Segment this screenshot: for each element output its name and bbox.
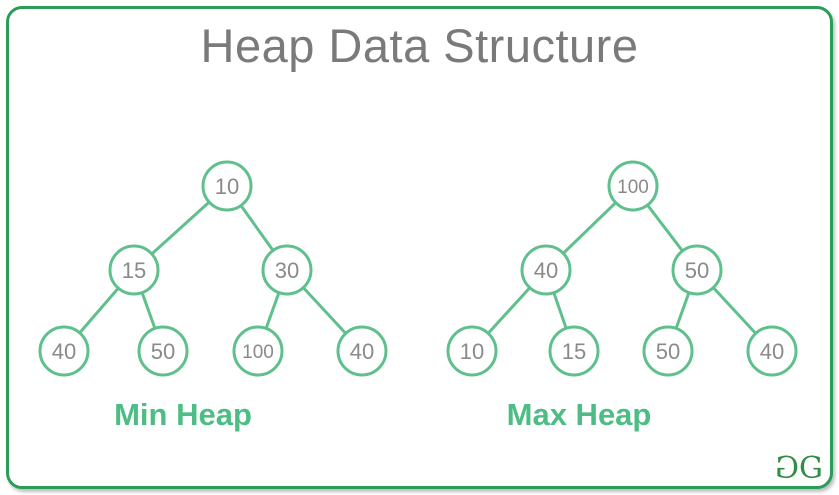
tree-node-circle bbox=[108, 244, 160, 296]
min-heap-label: Min Heap bbox=[114, 397, 252, 432]
tree-node-circle bbox=[201, 160, 253, 212]
tree-node-circle bbox=[38, 325, 90, 377]
tree-node-circle bbox=[520, 244, 572, 296]
tree-node-value: 15 bbox=[562, 339, 586, 364]
tree-node-value: 10 bbox=[215, 174, 239, 199]
tree-node-value: 40 bbox=[534, 258, 558, 283]
tree-node-circle bbox=[232, 325, 284, 377]
logo-letter-mirrored-g: G bbox=[775, 451, 800, 486]
tree-node-value: 30 bbox=[275, 258, 299, 283]
max-heap-label: Max Heap bbox=[506, 397, 652, 432]
page-title: Heap Data Structure bbox=[200, 19, 639, 72]
tree-node-circle bbox=[261, 244, 313, 296]
tree-node-value: 50 bbox=[656, 339, 680, 364]
tree-node-circle bbox=[607, 160, 659, 212]
tree-node-circle bbox=[336, 325, 388, 377]
tree-node-value: 100 bbox=[617, 177, 649, 198]
tree-node-circle bbox=[548, 325, 600, 377]
tree-node-circle bbox=[642, 325, 694, 377]
tree-node-value: 40 bbox=[52, 339, 76, 364]
max-heap-tree: 100 40 50 10 15 50 40 bbox=[446, 160, 798, 377]
logo-letter-g: G bbox=[799, 451, 823, 486]
tree-node-value: 40 bbox=[760, 339, 784, 364]
min-heap-tree: 10 15 30 40 50 100 40 bbox=[38, 160, 388, 377]
tree-node-value: 50 bbox=[685, 258, 709, 283]
tree-node-value: 15 bbox=[122, 258, 146, 283]
tree-node-circle bbox=[446, 325, 498, 377]
tree-node-value: 40 bbox=[350, 339, 374, 364]
tree-node-circle bbox=[746, 325, 798, 377]
tree-node-value: 100 bbox=[242, 342, 274, 363]
tree-node-value: 10 bbox=[460, 339, 484, 364]
tree-node-circle bbox=[671, 244, 723, 296]
tree-node-circle bbox=[137, 325, 189, 377]
tree-node-value: 50 bbox=[151, 339, 175, 364]
geeksforgeeks-logo-icon: GG bbox=[775, 451, 823, 486]
